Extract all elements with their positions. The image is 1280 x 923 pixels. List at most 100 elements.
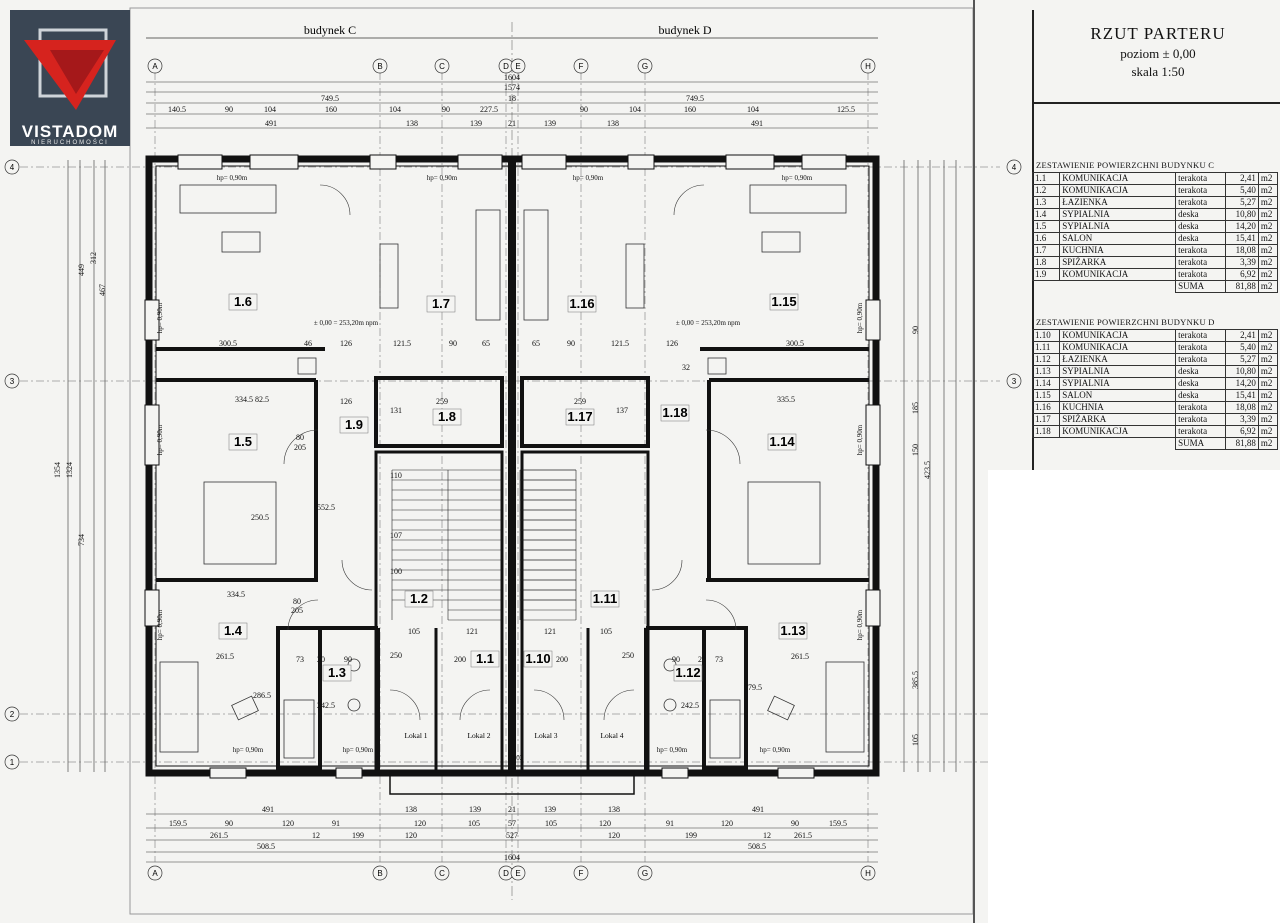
dim-top: 104 xyxy=(629,105,641,114)
area-cell-n: 1.12 xyxy=(1031,353,1061,366)
dim-top: 90 xyxy=(580,105,588,114)
dim-side: 1354 xyxy=(53,462,62,478)
logo-mark-icon xyxy=(24,28,116,110)
dim-bottom: 90 xyxy=(791,819,799,828)
room-1.16-box xyxy=(567,295,597,313)
dim-bottom: 91 xyxy=(332,819,340,828)
hp-annotation: hp= 0,90m xyxy=(856,609,864,640)
entry-level: -0,02 xyxy=(509,754,524,762)
dim-bottom: 261.5 xyxy=(210,831,228,840)
sofa-d xyxy=(749,184,847,214)
area-cell-n: 1.15 xyxy=(1031,389,1061,402)
dim-inner: 334.5 xyxy=(227,590,245,599)
dim-inner: 242.5 xyxy=(681,701,699,710)
dim-top: 138 xyxy=(406,119,418,128)
dim-bottom: 105 xyxy=(468,819,480,828)
area-cell-name: ŁAZIENKA xyxy=(1059,196,1177,209)
area-cell-unit: m2 xyxy=(1257,425,1279,438)
area-cell-unit: m2 xyxy=(1257,256,1279,269)
area-cell-area: 5,40 xyxy=(1224,341,1259,354)
dim-top: 139 xyxy=(470,119,482,128)
area-cell-name: SPIŻARKA xyxy=(1059,256,1177,269)
kitchen-counter-d xyxy=(523,209,549,321)
hp-annotation: hp= 0,90m xyxy=(156,424,164,455)
dim-inner: 18 xyxy=(508,339,516,348)
room-1.5-box xyxy=(228,433,258,451)
room-label: 1.18 xyxy=(662,405,687,420)
dim-inner: 261.5 xyxy=(216,652,234,661)
dim-inner: 250 xyxy=(390,651,402,660)
room-label: 1.13 xyxy=(780,623,805,638)
area-cell-n: 1.8 xyxy=(1031,256,1061,269)
area-cell-n: 1.17 xyxy=(1031,413,1061,426)
axis-label-C: C xyxy=(439,869,445,878)
area-cell-name: SPIŻARKA xyxy=(1059,413,1177,426)
area-cell-mat: deska xyxy=(1175,220,1226,233)
dim-side: 312 xyxy=(89,252,98,264)
dim-bottom: 199 xyxy=(352,831,364,840)
dim-side: 185 xyxy=(911,402,920,414)
drawing-frame xyxy=(129,7,974,915)
axis-bubble-3 xyxy=(4,373,20,389)
plan-level: poziom ± 0,00 xyxy=(1120,46,1196,61)
dim-inner: 205 xyxy=(294,443,306,452)
lokal-label: Lokal 4 xyxy=(600,731,623,740)
room-1.10-box xyxy=(523,650,553,668)
room-label: 1.4 xyxy=(224,623,243,638)
hp-annotation: hp= 0,90m xyxy=(856,424,864,455)
dim-inner: 107 xyxy=(390,531,402,540)
dim-inner: 126 xyxy=(340,397,352,406)
area-cell-mat: deska xyxy=(1175,232,1226,245)
dim-bottom: 1604 xyxy=(504,853,520,862)
axis-label-E: E xyxy=(515,869,520,878)
dim-inner: 126 xyxy=(340,339,352,348)
dim-bottom: 120 xyxy=(599,819,611,828)
area-cell-unit: m2 xyxy=(1257,389,1279,402)
dim-bottom: 138 xyxy=(405,805,417,814)
dim-top: 104 xyxy=(747,105,759,114)
area-cell-name: KOMUNIKACJA xyxy=(1059,268,1177,281)
axis-bubble-F xyxy=(573,58,589,74)
area-cell-name: SALON xyxy=(1059,232,1177,245)
plan-title: RZUT PARTERU xyxy=(1090,24,1226,43)
dim-side: 734 xyxy=(77,534,86,546)
dim-inner: 242.5 xyxy=(317,701,335,710)
vistadom-logo: VISTADOM NIERUCHOMOŚCI xyxy=(10,10,130,146)
axis-bubble-A xyxy=(147,865,163,881)
hp-annotation: hp= 0,90m xyxy=(782,174,813,182)
dim-inner: 90 xyxy=(344,655,352,664)
area-cell-area: 6,92 xyxy=(1224,425,1259,438)
hp-annotation: hp= 0,90m xyxy=(856,302,864,333)
building-d-label: budynek D xyxy=(659,23,712,37)
area-sum-unit: m2 xyxy=(1257,280,1279,293)
area-cell-area: 14,20 xyxy=(1224,220,1259,233)
axis-bubble-C xyxy=(434,58,450,74)
area-cell-unit: m2 xyxy=(1257,196,1279,209)
area-cell-area: 3,39 xyxy=(1224,413,1259,426)
area-cell-n: 1.10 xyxy=(1031,329,1061,342)
dim-inner: 121.5 xyxy=(393,339,411,348)
axis-label-G: G xyxy=(642,62,648,71)
area-cell-area: 5,27 xyxy=(1224,353,1259,366)
area-cell-unit: m2 xyxy=(1257,244,1279,257)
dim-top: 90 xyxy=(442,105,450,114)
dim-bottom: 138 xyxy=(608,805,620,814)
dim-bottom: 91 xyxy=(666,819,674,828)
dim-side: 1324 xyxy=(65,462,74,478)
area-cell-name: KUCHNIA xyxy=(1059,244,1177,257)
dim-side: 150 xyxy=(911,444,920,456)
area-cell-unit: m2 xyxy=(1257,329,1279,342)
lokal-label: Lokal 1 xyxy=(404,731,427,740)
dim-side: 423.5 xyxy=(923,461,932,479)
area-cell-unit: m2 xyxy=(1257,232,1279,245)
dim-bottom: 120 xyxy=(608,831,620,840)
dim-bottom: 199 xyxy=(685,831,697,840)
room-1.9-box xyxy=(339,416,369,434)
area-cell-name: KOMUNIKACJA xyxy=(1059,172,1177,185)
